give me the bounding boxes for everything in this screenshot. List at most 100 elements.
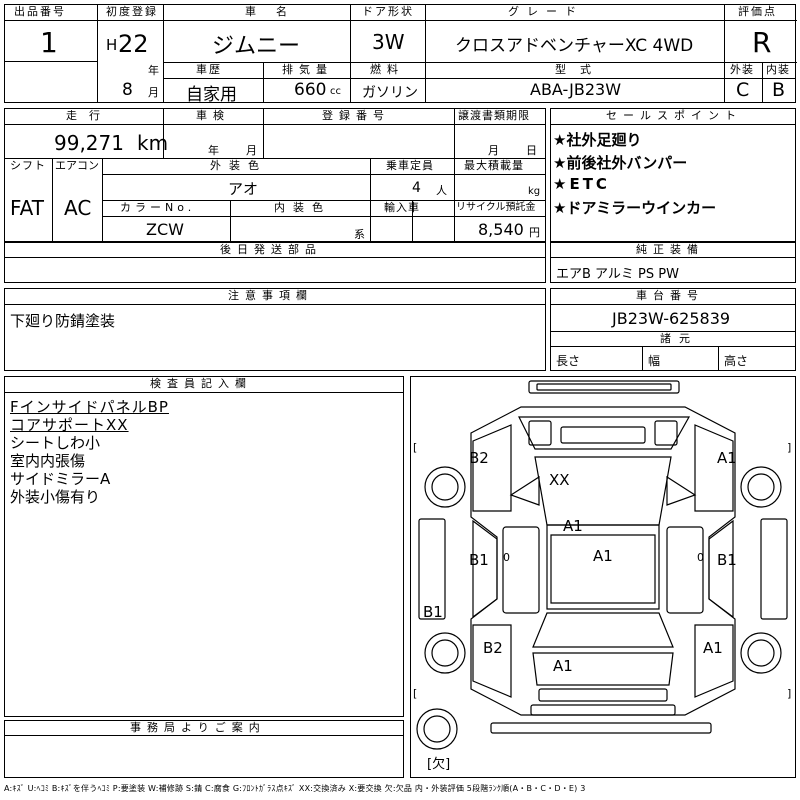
genuine-equipment-box	[550, 242, 796, 283]
caution-text: 下廻り防錆塗装	[10, 312, 116, 330]
damage-mark-hood: XX	[549, 471, 570, 489]
genuine-equipment: エアB アルミ PS PW	[556, 267, 679, 282]
inspector-note-1: FインサイドパネルBP	[10, 398, 169, 416]
shift-header: シフト	[10, 159, 46, 172]
damage-mark-rear-right-fender: A1	[703, 639, 723, 657]
inspector-note-3: シートしわ小	[10, 434, 101, 452]
grade-text: クロスアドベンチャーXC 4WD	[455, 36, 694, 56]
shift-value: FAT	[10, 196, 45, 220]
bracket-top-right: ]	[787, 441, 792, 454]
mileage-unit: km	[137, 131, 169, 155]
aircon-value: AC	[64, 196, 92, 220]
legend-footer: A:ｷｽﾞ U:ﾍｺﾐ B:ｷｽﾞを伴うﾍｺﾐ P:要塗装 W:補修跡 S:錆 …	[4, 784, 586, 793]
transfer-month-unit: 月	[488, 144, 499, 157]
exterior-grade: C	[736, 79, 750, 101]
displacement-header: 排気量	[282, 63, 333, 76]
mileage-value: 99,271	[54, 131, 124, 155]
score-header: 評価点	[738, 5, 777, 18]
capacity-value: 4	[412, 180, 421, 196]
height-label: 高さ	[724, 354, 749, 368]
int-color-unit: 系	[354, 228, 365, 241]
int-color-header: 内装色	[274, 201, 331, 214]
reg-month: 8	[122, 80, 133, 100]
reg-year: 22	[118, 30, 149, 58]
insp-year-unit: 年	[208, 144, 219, 157]
inspector-note-5: サイドミラーA	[10, 470, 111, 488]
sales-point-box	[550, 108, 796, 242]
sales-point-2: ★前後社外バンパー	[553, 154, 688, 172]
chassis-box	[550, 288, 796, 371]
damage-mark-left-pillar: B1	[423, 603, 443, 621]
damage-mark-front-left-fender: B2	[469, 449, 489, 467]
car-outline	[416, 380, 788, 750]
damage-mark-rear-left-fender: B2	[483, 639, 503, 657]
insp-month-unit: 月	[246, 144, 257, 157]
month-unit: 月	[148, 86, 159, 99]
interior-header: 内装	[766, 63, 790, 76]
later-parts-box	[4, 242, 546, 283]
chassis-number: JB23W-625839	[612, 309, 731, 328]
detail-section	[4, 108, 546, 242]
later-parts-header: 後日発送部品	[220, 243, 322, 256]
color-no-header: カラーNo.	[120, 201, 196, 214]
inspector-note-2: コアサポートXX	[10, 416, 129, 434]
sales-point-header: セールスポイント	[606, 109, 742, 122]
bracket-top-left: [	[413, 441, 418, 454]
damage-mark-front-right-fender: A1	[717, 449, 737, 467]
sales-point-1: ★社外足廻り	[553, 131, 642, 149]
damage-mark-windshield: A1	[563, 517, 583, 535]
mileage-header: 走行	[66, 109, 112, 122]
import-header: 輸入車	[384, 201, 420, 214]
grade-header: グレード	[508, 5, 584, 18]
missing-marker: [欠]	[427, 757, 451, 772]
recycle-value: 8,540	[478, 220, 524, 239]
year-unit: 年	[148, 64, 159, 77]
fuel-value: ガソリン	[362, 85, 418, 101]
damage-mark-left-door: B1	[469, 551, 489, 569]
displacement-value: 660	[294, 80, 327, 100]
inspector-box	[4, 376, 404, 717]
damage-mark-roof: A1	[593, 547, 613, 565]
ext-color-header: 外装色	[210, 159, 267, 172]
fuel-header: 燃料	[370, 63, 404, 76]
car-name-header: 車名	[245, 5, 307, 18]
office-box	[4, 720, 404, 778]
displacement-unit: cc	[330, 86, 341, 97]
inspector-note-4: 室内内張傷	[10, 452, 86, 470]
era-label: H	[106, 36, 118, 54]
bracket-bottom-right: ]	[787, 687, 792, 700]
door-type: 3W	[372, 30, 405, 54]
caution-box	[4, 288, 546, 371]
model-code-header: 型式	[555, 63, 605, 76]
aircon-header: エアコン	[55, 159, 99, 172]
first-reg-header: 初度登録	[106, 5, 158, 18]
damage-mark-right-door: B1	[717, 551, 737, 569]
inspection-header: 車検	[196, 109, 230, 122]
interior-grade: B	[772, 79, 786, 101]
recycle-unit: 円	[529, 226, 540, 239]
score-value: R	[752, 26, 772, 59]
door-header: ドア形状	[362, 5, 414, 18]
sales-point-3: ★ETC	[553, 175, 610, 193]
inspector-note-6: 外装小傷有り	[10, 488, 101, 506]
lot-number: 1	[40, 26, 58, 59]
zero-mark-left: 0	[503, 551, 510, 564]
history-value: 自家用	[186, 85, 237, 105]
capacity-unit: 人	[436, 184, 447, 197]
load-unit: kg	[528, 186, 541, 197]
damage-mark-rear-hatch: A1	[553, 657, 573, 675]
length-label: 長さ	[556, 354, 581, 368]
capacity-header: 乗車定員	[386, 159, 434, 172]
width-label: 幅	[648, 354, 661, 368]
transfer-day-unit: 日	[526, 144, 537, 157]
office-header: 事務局よりご案内	[130, 721, 266, 734]
inspector-header: 検査員記入欄	[150, 377, 252, 390]
car-diagram: B2 A1 XX A1 B1 A1 B1 B1 B2 A1 A1 0 0 [ ]…	[410, 376, 796, 778]
sales-point-4: ★ドアミラーウインカー	[553, 199, 717, 217]
color-no-value: ZCW	[146, 220, 184, 239]
max-load-header: 最大積載量	[464, 159, 524, 172]
zero-mark-right: 0	[697, 551, 704, 564]
chassis-header: 車台番号	[636, 289, 704, 302]
ext-color-value: アオ	[228, 180, 259, 198]
history-header: 車歴	[196, 63, 222, 76]
